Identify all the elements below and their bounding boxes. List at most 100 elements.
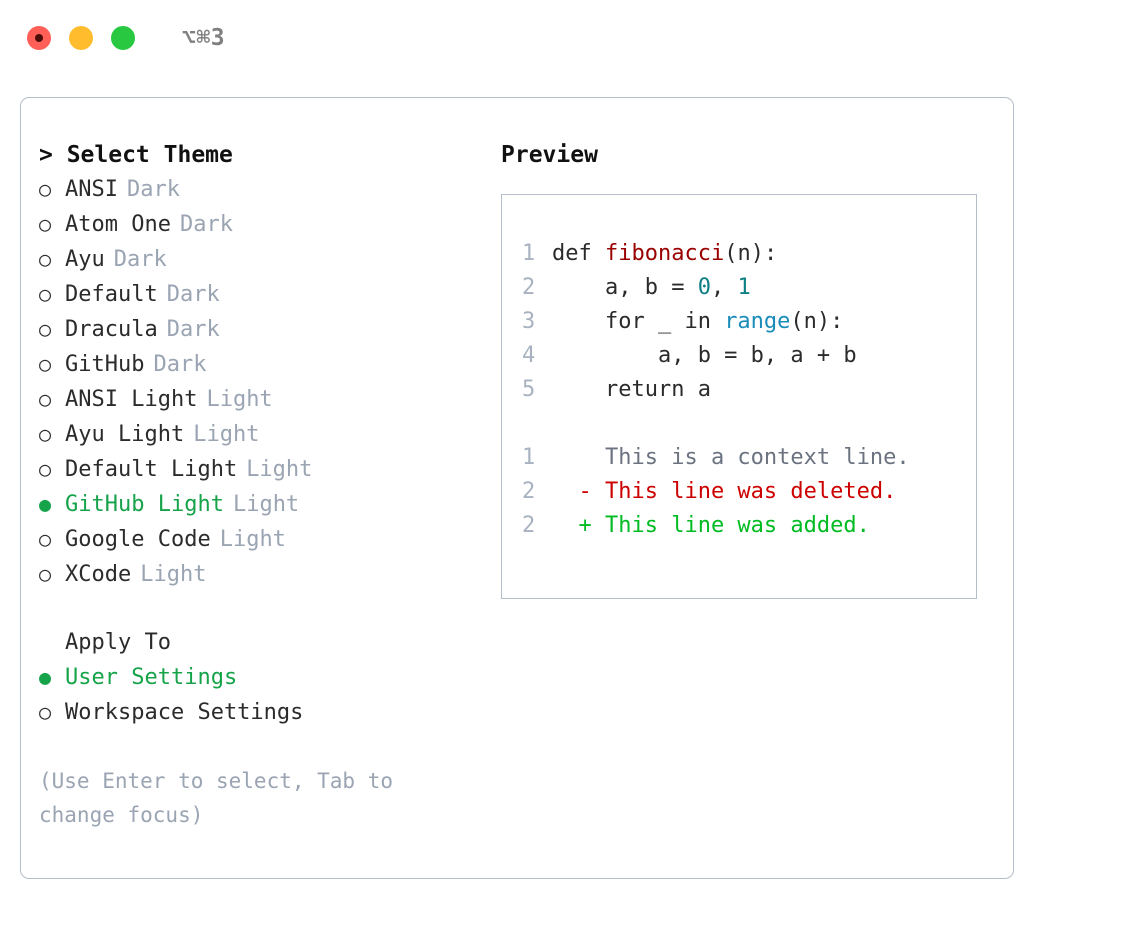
theme-item[interactable]: ○ ANSI Dark <box>39 172 481 207</box>
radio-unselected-icon[interactable]: ○ <box>39 212 52 236</box>
theme-item[interactable]: ○ Google Code Light <box>39 522 481 557</box>
theme-label: Atom One <box>65 212 171 237</box>
code-line-text: return a <box>552 373 711 407</box>
radio-selected-icon[interactable]: ● <box>39 492 52 516</box>
radio-unselected-icon[interactable]: ○ <box>39 352 52 376</box>
code-token-plain: a, b = <box>552 275 698 300</box>
theme-item[interactable]: ○ XCode Light <box>39 557 481 592</box>
apply-to-header: Apply To <box>65 630 171 655</box>
section-spacer <box>39 592 481 626</box>
code-token-plain: a, b = b, a + b <box>552 343 857 368</box>
theme-variant-label: Light <box>140 562 207 587</box>
line-number: 2 <box>522 479 536 504</box>
code-line: 2 a, b = 0, 1 <box>522 271 976 305</box>
code-token-plain: , <box>710 275 738 300</box>
code-line-text: a, b = 0, 1 <box>552 271 751 305</box>
diff-line-text: This is a context line. <box>552 445 910 470</box>
radio-unselected-icon[interactable]: ○ <box>39 177 52 201</box>
radio-unselected-icon[interactable]: ○ <box>39 527 52 551</box>
apply-to-label: User Settings <box>65 665 238 690</box>
theme-variant-label: Light <box>193 422 260 447</box>
theme-item[interactable]: ○ Dracula Dark <box>39 312 481 347</box>
maximize-button-icon[interactable] <box>111 26 135 50</box>
theme-label: Default Light <box>65 457 238 482</box>
theme-item[interactable]: ● GitHub Light Light <box>39 487 481 522</box>
apply-to-list: ● User Settings ○ Workspace Settings <box>39 660 481 730</box>
radio-unselected-icon[interactable]: ○ <box>39 247 52 271</box>
line-number: 2 <box>522 513 536 538</box>
theme-item[interactable]: ○ GitHub Dark <box>39 347 481 382</box>
radio-unselected-icon[interactable]: ○ <box>39 422 52 446</box>
apply-to-label: Workspace Settings <box>65 700 304 725</box>
keyboard-hint-text: (Use Enter to select, Tab to change focu… <box>39 769 394 827</box>
line-number: 1 <box>522 241 536 266</box>
theme-item[interactable]: ○ Ayu Dark <box>39 242 481 277</box>
code-token-plain: def <box>552 241 605 266</box>
radio-unselected-icon[interactable]: ○ <box>39 457 52 481</box>
theme-variant-label: Light <box>232 492 300 517</box>
theme-variant-label: Dark <box>153 352 207 377</box>
diff-line: 2 - This line was deleted. <box>522 475 976 509</box>
theme-item[interactable]: ○ Default Light Light <box>39 452 481 487</box>
theme-variant-label: Dark <box>166 317 220 342</box>
code-line: 3 for _ in range(n): <box>522 305 976 339</box>
code-line: 4 a, b = b, a + b <box>522 339 976 373</box>
theme-label: Google Code <box>65 527 211 552</box>
diff-sample: 1 This is a context line.2 - This line w… <box>522 441 976 543</box>
code-token-num: 1 <box>737 275 751 300</box>
window-titlebar: ⌥⌘3 <box>0 0 1140 76</box>
line-number: 3 <box>522 309 536 334</box>
diff-line-text: - This line was deleted. <box>552 479 897 504</box>
radio-selected-icon[interactable]: ● <box>39 665 52 689</box>
minimize-button-icon[interactable] <box>69 26 93 50</box>
code-diff-spacer <box>522 407 976 441</box>
radio-unselected-icon[interactable]: ○ <box>39 387 52 411</box>
apply-to-item[interactable]: ● User Settings <box>39 660 481 695</box>
radio-unselected-icon[interactable]: ○ <box>39 562 52 586</box>
theme-variant-label: Light <box>246 457 313 482</box>
diff-line-text: + This line was added. <box>552 513 870 538</box>
radio-unselected-icon[interactable]: ○ <box>39 317 52 341</box>
radio-unselected-icon[interactable]: ○ <box>39 282 52 306</box>
code-line-text: for _ in range(n): <box>552 305 843 339</box>
code-token-builtin: range <box>724 309 791 334</box>
theme-label: GitHub <box>65 352 145 377</box>
theme-label: GitHub Light <box>65 492 224 517</box>
keyboard-shortcut-label: ⌥⌘3 <box>182 25 226 51</box>
theme-label: XCode <box>65 562 132 587</box>
theme-label: ANSI <box>65 177 118 202</box>
code-token-plain: return a <box>552 377 711 402</box>
radio-unselected-icon[interactable]: ○ <box>39 700 52 724</box>
apply-to-item[interactable]: ○ Workspace Settings <box>39 695 481 730</box>
theme-variant-label: Light <box>219 527 286 552</box>
line-number: 4 <box>522 343 536 368</box>
code-line: 5 return a <box>522 373 976 407</box>
diff-line: 2 + This line was added. <box>522 509 976 543</box>
theme-label: Ayu <box>65 247 105 272</box>
theme-item[interactable]: ○ ANSI Light Light <box>39 382 481 417</box>
theme-variant-label: Light <box>206 387 273 412</box>
close-button-icon[interactable] <box>27 26 51 50</box>
window-controls <box>27 26 135 50</box>
code-line-text: a, b = b, a + b <box>552 339 857 373</box>
theme-variant-label: Dark <box>113 247 167 272</box>
theme-label: Dracula <box>65 317 158 342</box>
select-theme-header: > Select Theme <box>39 142 233 168</box>
line-number: 5 <box>522 377 536 402</box>
theme-variant-label: Dark <box>126 177 180 202</box>
theme-label: ANSI Light <box>65 387 198 412</box>
line-number: 2 <box>522 275 536 300</box>
code-token-fn: fibonacci <box>604 241 725 266</box>
code-line-text: def fibonacci(n): <box>552 237 777 271</box>
theme-label: Default <box>65 282 158 307</box>
